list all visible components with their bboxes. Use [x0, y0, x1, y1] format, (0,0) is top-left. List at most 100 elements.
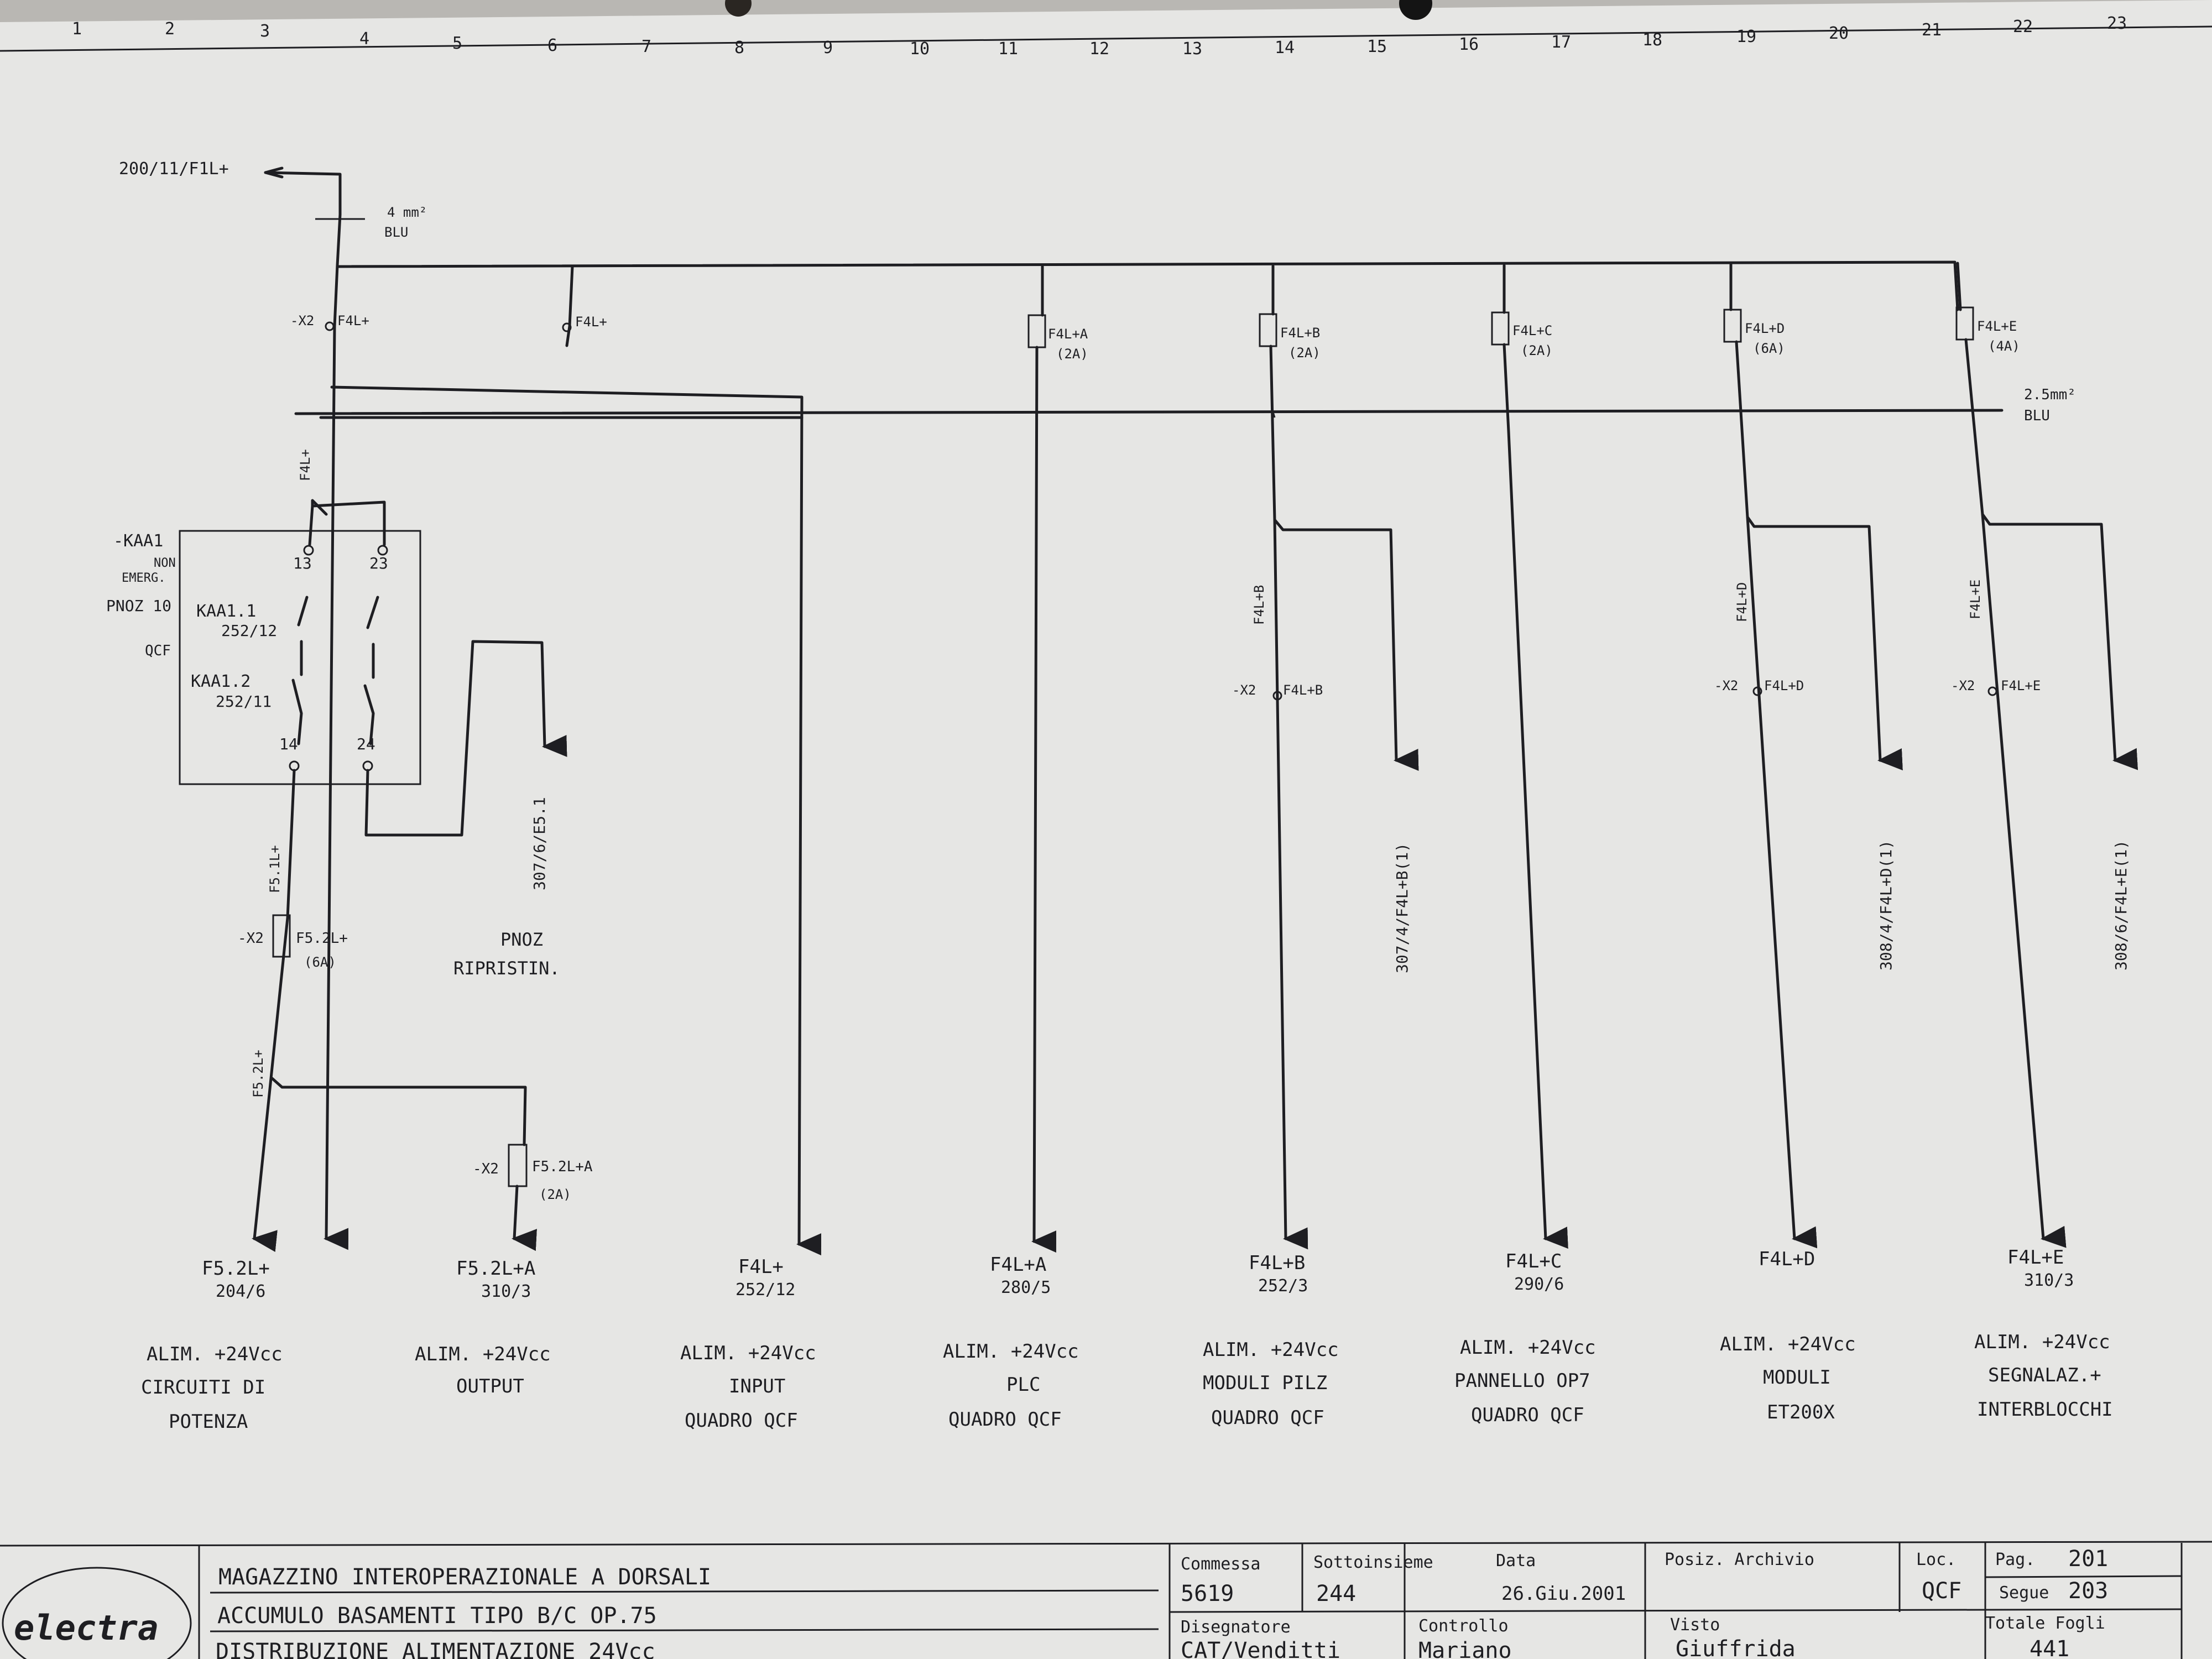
col-num: 19 — [1736, 27, 1756, 46]
fuse-group: F4L+A (2A) F4L+B (2A) F4L+C (2A) F4L+D (… — [1027, 306, 2020, 362]
bus-drop-e — [1956, 262, 1962, 311]
output-ref: 252/3 — [1258, 1276, 1308, 1296]
segue-label: Segue — [1999, 1583, 2049, 1603]
top-border — [0, 25, 2212, 52]
visto-label: Visto — [1670, 1615, 1720, 1635]
commessa-value: 5619 — [1181, 1581, 1234, 1606]
output-f4l-c: F4L+C 290/6 ALIM. +24Vcc PANNELLO OP7 QU… — [1454, 1250, 1596, 1426]
output-label: F5.2L+A — [456, 1258, 535, 1280]
logo-text: electra — [14, 1608, 158, 1648]
loc-label: Loc. — [1916, 1550, 1956, 1569]
output-labels: F5.2L+ 204/6 ALIM. +24Vcc CIRCUITI DI PO… — [141, 1246, 2113, 1433]
output-ref: 310/3 — [481, 1282, 531, 1301]
fuse-label: F4L+C — [1512, 323, 1552, 338]
fuse-rating: (2A) — [1521, 343, 1553, 358]
title-block: electra MAGAZZINO INTEROPERAZIONALE A DO… — [0, 1541, 2212, 1659]
fuse-label: F4L+B — [1280, 325, 1320, 341]
posiz-label: Posiz. Archivio — [1665, 1550, 1814, 1569]
wire-b-label: F4L+B — [1251, 585, 1267, 625]
output-desc: OUTPUT — [456, 1375, 524, 1397]
output-desc: ALIM. +24Vcc — [415, 1343, 551, 1365]
col-num: 4 — [359, 29, 369, 49]
feeder-d-branch — [1746, 515, 1903, 771]
tb-h1 — [1169, 1608, 2182, 1613]
feed-wire — [264, 171, 349, 1250]
terminal-13 — [303, 545, 314, 556]
sottoinsieme-label: Sottoinsieme — [1313, 1553, 1433, 1572]
feeder-f51 — [252, 769, 296, 1253]
title-block-top — [0, 1541, 2212, 1547]
contact-right — [363, 596, 379, 745]
tap-terminal — [562, 322, 572, 332]
terminal-b-label: F4L+B — [1283, 682, 1323, 698]
terminal-x2-f4l — [325, 321, 335, 331]
wire-e-label: F4L+E — [1968, 580, 1983, 619]
output-label: F4L+A — [990, 1254, 1046, 1276]
terminal-13-label: 13 — [293, 554, 312, 572]
col-num: 8 — [734, 38, 744, 58]
output-desc: MODULI PILZ — [1203, 1372, 1327, 1394]
col-num: 5 — [452, 34, 462, 53]
output-desc: ALIM. +24Vcc — [1460, 1337, 1596, 1359]
col-num: 9 — [823, 38, 833, 58]
fuse-label: F4L+E — [1977, 319, 2017, 334]
output-desc: ALIM. +24Vcc — [1974, 1331, 2110, 1353]
relay-note2: EMERG. — [122, 571, 165, 585]
contact2-name: KAA1.2 — [191, 672, 251, 691]
disegnatore-value: CAT/Venditti — [1181, 1638, 1340, 1659]
output-desc: QUADRO QCF — [948, 1408, 1062, 1431]
output-label: F4L+B — [1249, 1252, 1305, 1274]
output-desc: ALIM. +24Vcc — [680, 1342, 816, 1364]
output-label: F4L+C — [1505, 1250, 1562, 1272]
output-label: F4L+E — [2007, 1246, 2064, 1269]
output-ref: 204/6 — [216, 1282, 265, 1301]
feeder-f52a-out — [512, 1185, 537, 1251]
terminal-d — [1752, 686, 1762, 696]
data-label: Data — [1496, 1551, 1536, 1571]
safety-relay-kaa1: -KAA1 NON EMERG. PNOZ 10 QCF 13 23 KAA1.… — [106, 499, 567, 979]
relay-tag: -KAA1 — [113, 531, 163, 551]
reset-loop — [364, 640, 567, 837]
terminal-e-label: F4L+E — [2001, 678, 2041, 693]
fuse-rating: (2A) — [1056, 346, 1088, 362]
output-f52a: F5.2L+A 310/3 ALIM. +24Vcc OUTPUT — [415, 1258, 551, 1397]
fuse-rating: (4A) — [1988, 338, 2020, 354]
col-num: 7 — [641, 37, 651, 56]
fuse-f52a-rating: (2A) — [539, 1187, 571, 1202]
col-num: 6 — [547, 36, 557, 55]
company-logo — [2, 1567, 192, 1659]
terminal-b — [1272, 691, 1282, 701]
col-num: 2 — [165, 19, 175, 39]
terminal-23-label: 23 — [369, 554, 388, 572]
output-label: F5.2L+ — [202, 1258, 270, 1280]
output-f4l-a: F4L+A 280/5 ALIM. +24Vcc PLC QUADRO QCF — [943, 1254, 1079, 1431]
busbar-return — [330, 385, 822, 1256]
col-num: 3 — [260, 22, 270, 41]
col-num: 15 — [1367, 37, 1387, 56]
fuse-f4l-b: F4L+B (2A) — [1259, 313, 1321, 361]
output-desc: POTENZA — [169, 1411, 248, 1433]
col-num: 18 — [1642, 30, 1662, 50]
totale-label: Totale Fogli — [1985, 1614, 2105, 1633]
relay-box — [179, 530, 421, 785]
output-f52: F5.2L+ 204/6 ALIM. +24Vcc CIRCUITI DI PO… — [141, 1258, 283, 1433]
pag-value: 201 — [2068, 1546, 2108, 1572]
terminal-23 — [377, 545, 388, 556]
source-arrow — [264, 166, 284, 179]
feeder-f52a — [270, 1077, 527, 1146]
wire-d-label: F4L+D — [1734, 582, 1750, 622]
output-label: F4L+ — [738, 1256, 784, 1278]
output-desc: INPUT — [729, 1375, 785, 1397]
fuse-rating: (2A) — [1288, 345, 1321, 361]
output-desc: ALIM. +24Vcc — [1203, 1339, 1339, 1361]
cable-section: 4 mm² — [387, 205, 427, 220]
fuse-f52-label: F5.2L+ — [296, 930, 348, 947]
title-rule1 — [210, 1589, 1159, 1594]
col-num: 14 — [1275, 38, 1295, 58]
totale-value: 441 — [2030, 1636, 2069, 1659]
busbar-section: 2.5mm² — [2024, 387, 2076, 403]
col-num: 23 — [2107, 14, 2127, 33]
terminal-f4l-label: F4L+ — [337, 313, 369, 328]
relay-unit: QCF — [145, 643, 171, 659]
